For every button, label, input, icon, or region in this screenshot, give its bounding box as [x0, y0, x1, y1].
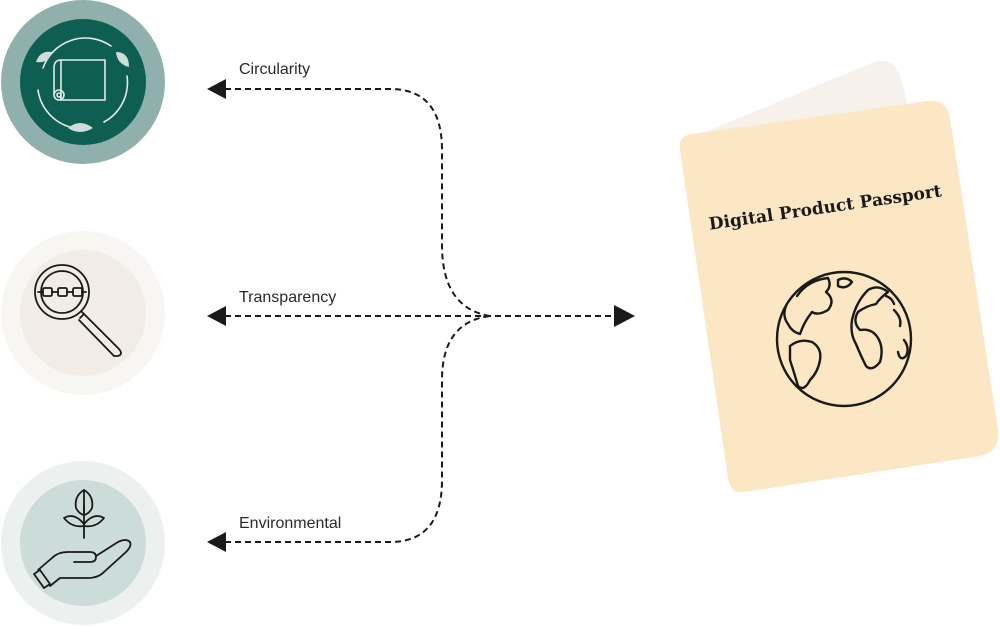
arrowhead-passport — [614, 305, 635, 327]
arrowhead-environmental — [207, 532, 226, 552]
label-environmental: Environmental — [239, 515, 342, 532]
environmental-node — [1, 461, 165, 625]
environmental-inner-circle — [20, 480, 146, 606]
hand-plant-icon — [33, 489, 132, 589]
passport-front-cover — [679, 100, 999, 493]
label-circularity: Circularity — [239, 61, 311, 78]
magnifier-chain-icon — [34, 264, 122, 357]
globe-icon — [775, 270, 913, 408]
transparency-node — [1, 231, 165, 395]
circularity-node — [1, 0, 165, 164]
arrowhead-transparency — [207, 306, 226, 326]
arrowheads — [207, 79, 635, 552]
circular-fabric-roll-icon — [36, 37, 129, 132]
arrowhead-circularity — [207, 79, 226, 99]
passport: Digital Product Passport — [679, 60, 999, 493]
connectors — [225, 88, 618, 543]
connector-circularity — [225, 88, 491, 317]
label-transparency: Transparency — [239, 289, 337, 306]
connector-environmental — [225, 315, 491, 543]
